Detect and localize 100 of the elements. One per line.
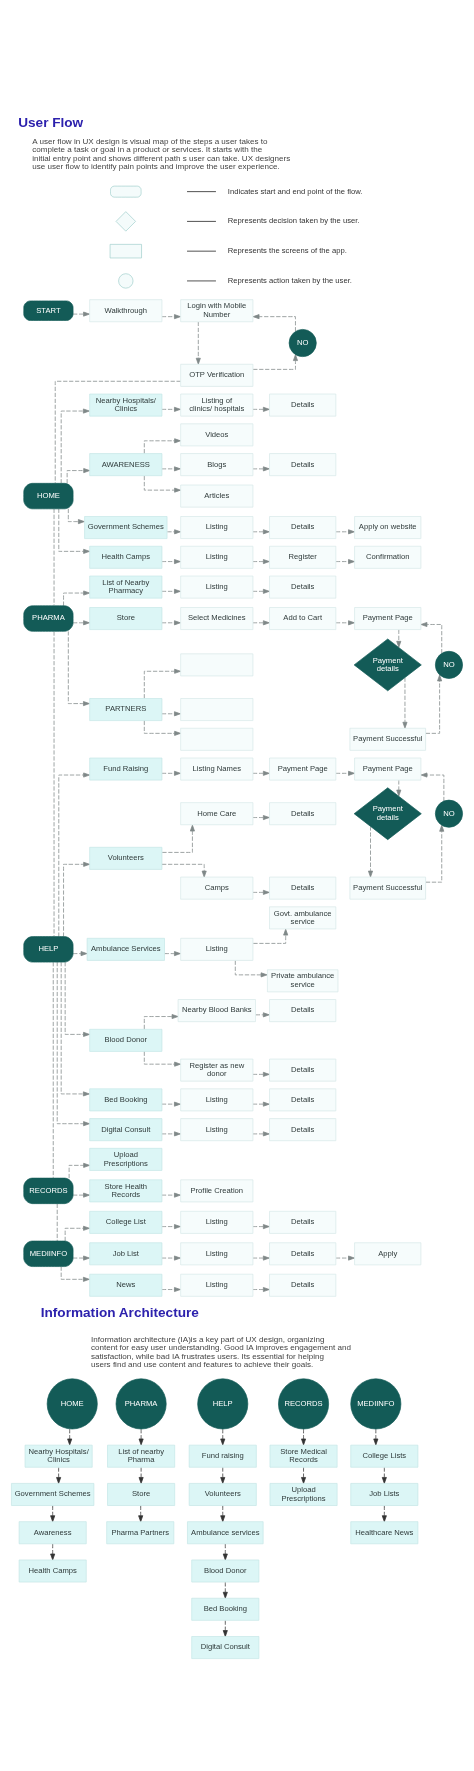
arrow — [161, 588, 181, 594]
node-box: List of nearby Pharma — [107, 1444, 176, 1468]
arrow — [143, 1050, 181, 1067]
node-box: Volunteers — [188, 1482, 257, 1506]
node-box: Blood Donor — [191, 1559, 260, 1582]
arrow — [58, 508, 90, 554]
arrow — [143, 437, 181, 454]
node-box: Blood Donor — [89, 1028, 163, 1052]
arrow — [335, 770, 355, 776]
node-circle: NO — [435, 799, 463, 828]
arrow — [58, 772, 90, 937]
node-box: Awareness — [18, 1520, 87, 1544]
node-box: AWARENESS — [89, 452, 163, 476]
legend-label: Represents decision taken by the user. — [227, 215, 360, 225]
node-box: Ambulance services — [187, 1520, 264, 1544]
node-circle: MEDIINFO — [350, 1377, 402, 1429]
node-box: Details — [269, 1117, 337, 1141]
node-box: Blogs — [180, 452, 254, 476]
node-box: RECORDS — [23, 1177, 74, 1204]
arrow — [220, 1466, 226, 1484]
arrow — [60, 408, 90, 484]
node-box: Job List — [89, 1241, 163, 1265]
arrow — [220, 1504, 226, 1522]
arrow — [72, 950, 88, 956]
node-box: List of Nearby Pharmacy — [89, 575, 163, 598]
arrow — [252, 1130, 270, 1136]
arrow — [50, 1543, 56, 1560]
node-box: Nearby Hospitals/ Clinics — [89, 393, 163, 416]
legend-label: Represents the screens of the app. — [227, 245, 347, 255]
arrow — [252, 814, 270, 820]
node-box: Health Camps — [18, 1559, 87, 1582]
arrow — [166, 528, 181, 534]
arrow — [396, 628, 402, 648]
arrow — [396, 779, 402, 796]
node-box: Select Medicines — [180, 606, 254, 630]
node-box: Details — [269, 1273, 337, 1297]
node-box: Private ambulance service — [267, 968, 339, 992]
arrow — [161, 406, 181, 412]
node-box: Listing — [180, 1088, 254, 1111]
node-box: Govt. ambulance service — [269, 906, 337, 929]
arrow — [420, 621, 443, 654]
arrow — [161, 1192, 181, 1198]
node-box: Listing — [180, 545, 254, 569]
node-box: Digital Consult — [89, 1117, 163, 1141]
arrow — [234, 959, 268, 977]
arrow — [252, 1101, 270, 1107]
node-box: Register — [269, 545, 337, 569]
node-box: Home Care — [180, 801, 254, 825]
arrow — [143, 719, 181, 736]
connector — [56, 1203, 58, 1241]
arrow — [161, 1223, 181, 1229]
node-box: Details — [269, 998, 337, 1022]
node-box: Details — [269, 876, 337, 899]
arrow — [381, 1504, 387, 1522]
node-box: Health Camps — [89, 545, 163, 569]
node-box: Details — [269, 1058, 337, 1081]
node-box: Upload Prescriptions — [89, 1147, 163, 1171]
node-box: College List — [89, 1210, 163, 1234]
node-box: Listing — [180, 515, 254, 539]
node-box: Details — [269, 1088, 337, 1111]
node-box: Payment Page — [269, 757, 337, 780]
node-box: Profile Creation — [180, 1179, 254, 1202]
node-circle: NO — [288, 328, 317, 357]
arrow — [222, 1543, 228, 1560]
arrow — [138, 1466, 144, 1484]
node-box: Digital Consult — [191, 1635, 260, 1659]
node-box: Login with Mobile Number — [180, 298, 254, 322]
legend-label: Represents action taken by the user. — [227, 275, 352, 285]
node-box: Apply — [354, 1241, 422, 1265]
node-circle: HELP — [197, 1377, 249, 1429]
arrow — [72, 1192, 90, 1198]
arrow — [143, 668, 181, 699]
arrow — [161, 465, 181, 471]
node-box: Walkthrough — [89, 298, 163, 322]
arrow — [252, 1255, 270, 1261]
node-box: Videos — [180, 422, 254, 446]
arrow — [138, 1428, 144, 1445]
arrow — [64, 961, 90, 1037]
node-box: Register as new donor — [180, 1058, 254, 1081]
arrow — [67, 1428, 73, 1445]
arrow — [420, 772, 445, 801]
arrow — [252, 928, 289, 944]
arrow — [161, 1255, 181, 1261]
node-box: Camps — [180, 876, 254, 899]
node-box: Fund Raising — [89, 757, 163, 780]
arrow — [161, 824, 195, 853]
node-box: Healthcare News — [350, 1520, 419, 1544]
arrow — [252, 1286, 270, 1292]
label: Information Architecture — [40, 1304, 199, 1320]
arrow — [368, 825, 373, 877]
node-box: News — [89, 1273, 163, 1297]
arrow — [161, 619, 181, 625]
arrow — [60, 961, 90, 1096]
node-box: Government Schemes — [11, 1482, 95, 1506]
arrow — [161, 770, 181, 776]
node-box: PARTNERS — [89, 697, 163, 721]
arrow — [252, 353, 298, 370]
arrow — [252, 465, 270, 471]
node-box: Details — [269, 801, 337, 825]
node-box: Bed Booking — [89, 1088, 163, 1111]
